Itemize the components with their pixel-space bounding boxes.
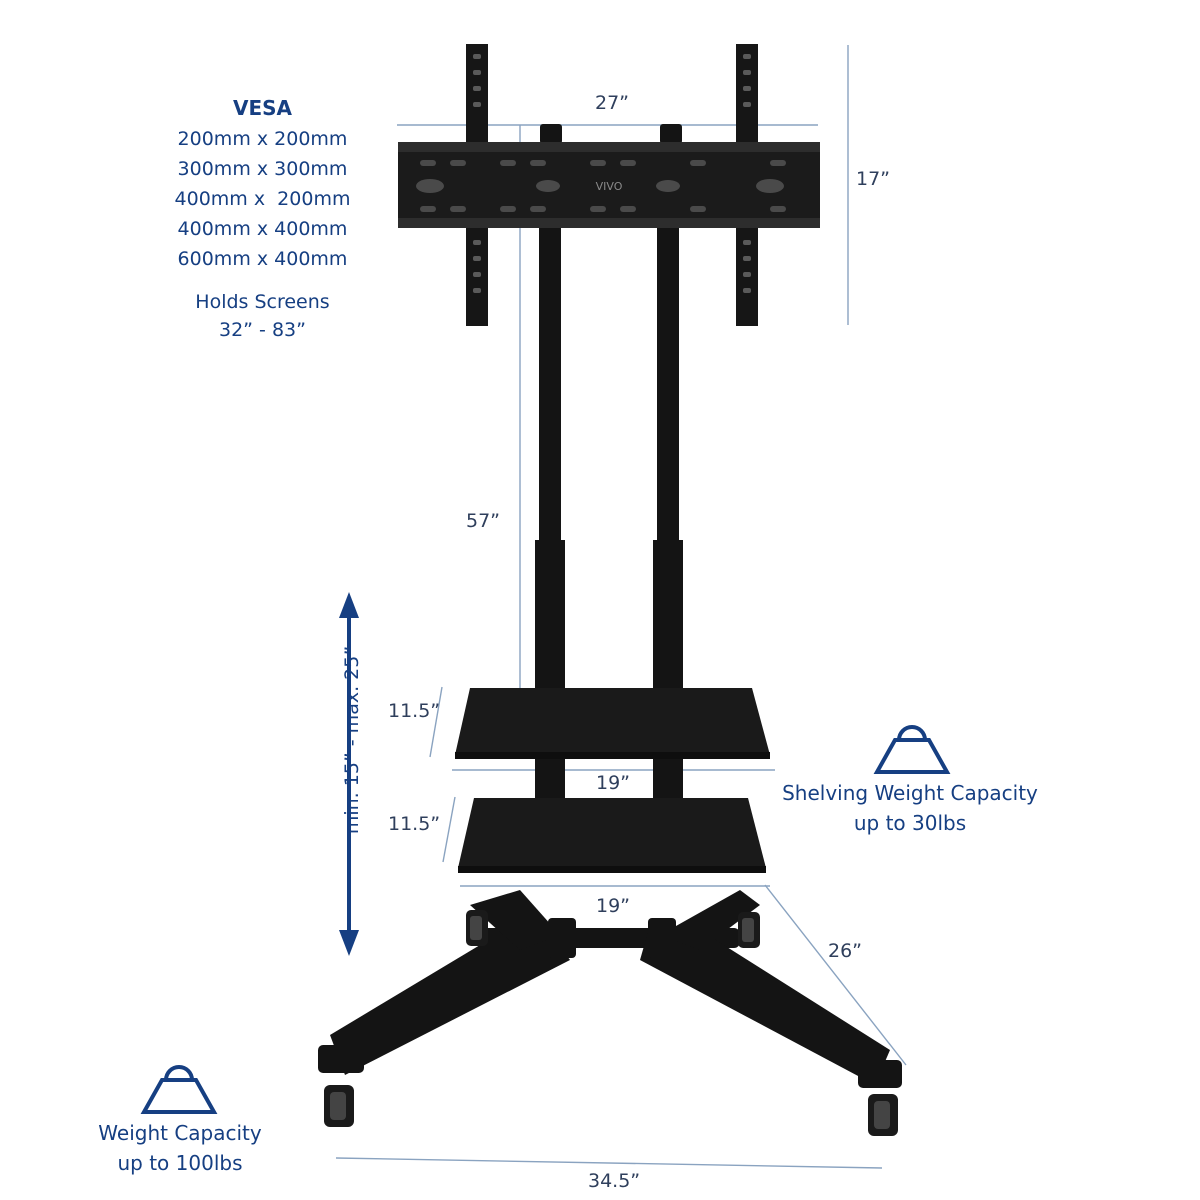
dim-shelf-width-lower: 19” [596, 895, 631, 917]
vesa-size: 200mm x 200mm [177, 128, 348, 150]
vesa-specs: VESA 200mm x 200mm 300mm x 300mm 400mm x… [150, 92, 375, 274]
dim-height-total: 57” [466, 510, 501, 532]
casters [324, 910, 898, 1136]
dim-base-width: 34.5” [588, 1170, 641, 1192]
vesa-size: 600mm x 400mm [177, 248, 348, 270]
arm-holes [473, 54, 751, 293]
lower-shelf [458, 798, 766, 873]
vesa-size: 400mm x 200mm [174, 188, 351, 210]
dim-shelf-gap-upper: 11.5” [388, 700, 441, 722]
shelf-height-range: min. 15” - max. 25” [341, 645, 363, 835]
vesa-title: VESA [232, 96, 293, 120]
weight-capacity-icon [140, 1065, 218, 1114]
dim-base-depth: 26” [828, 940, 863, 962]
shelf-height-arrow [339, 592, 359, 956]
holds-line-2: 32” - 83” [219, 319, 306, 341]
holds-screens: Holds Screens 32” - 83” [150, 288, 375, 344]
dim-height-top: 17” [856, 168, 891, 190]
dim-width-top: 27” [595, 92, 630, 114]
shelving-capacity-line-2: up to 30lbs [853, 811, 967, 835]
weight-capacity-line-1: Weight Capacity [98, 1121, 262, 1145]
weight-capacity: Weight Capacity up to 100lbs [80, 1118, 280, 1178]
stand-base [318, 890, 902, 1088]
shelving-weight-icon [873, 725, 951, 774]
shelving-weight-capacity: Shelving Weight Capacity up to 30lbs [770, 778, 1050, 838]
holds-line-1: Holds Screens [195, 291, 330, 313]
mount-bracket: VIVO [398, 142, 820, 228]
dim-shelf-gap-lower: 11.5” [388, 813, 441, 835]
brand-mark: VIVO [596, 180, 623, 193]
dim-shelf-width-upper: 19” [596, 772, 631, 794]
vesa-size: 400mm x 400mm [177, 218, 348, 240]
upper-shelf [455, 688, 770, 801]
weight-capacity-line-2: up to 100lbs [117, 1151, 243, 1175]
shelving-capacity-line-1: Shelving Weight Capacity [782, 781, 1038, 805]
vesa-size: 300mm x 300mm [177, 158, 348, 180]
